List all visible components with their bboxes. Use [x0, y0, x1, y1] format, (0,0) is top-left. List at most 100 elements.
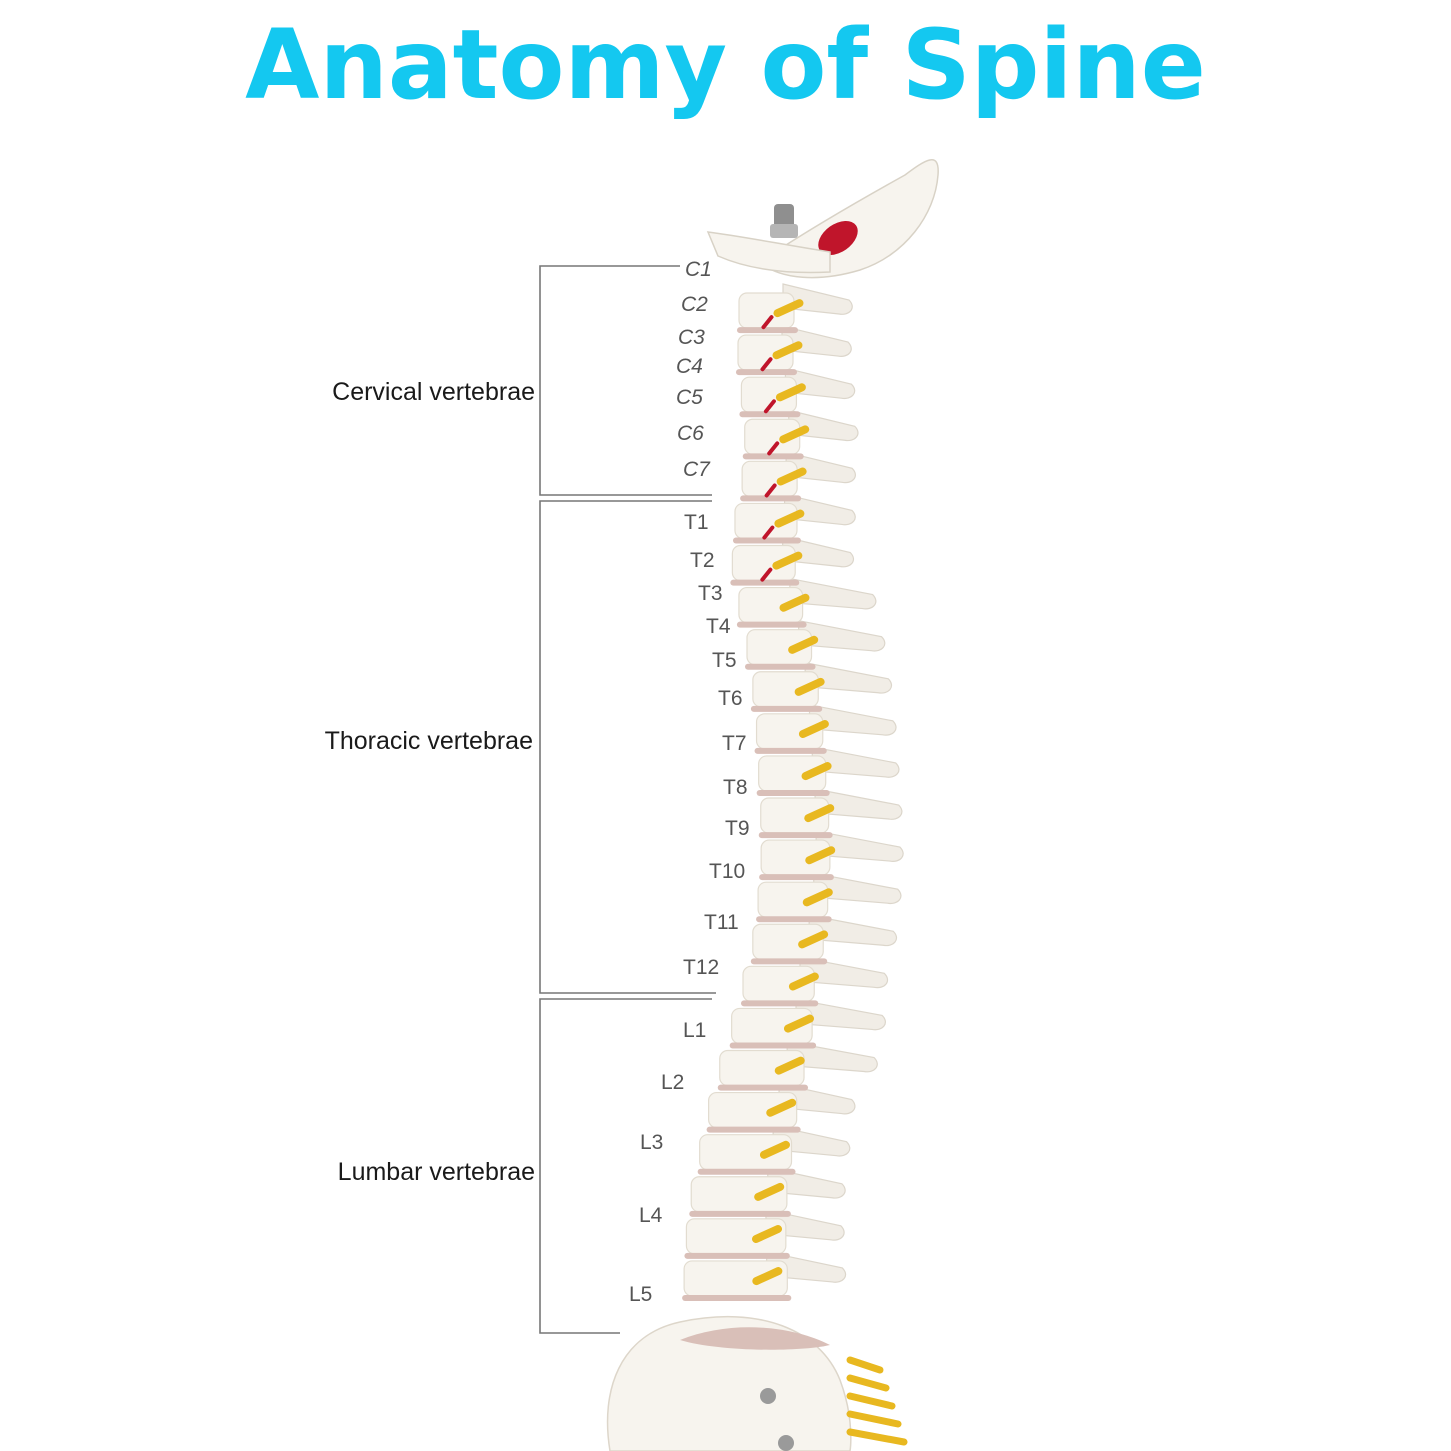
nerve-root [779, 425, 810, 444]
level-label-l4: L4 [639, 1204, 663, 1227]
intervertebral-disc [737, 327, 798, 334]
thoracic-bracket [539, 500, 716, 994]
level-label-t6: T6 [718, 687, 743, 710]
lumbar-label: Lumbar vertebrae [338, 1158, 535, 1186]
intervertebral-disc [689, 1210, 791, 1217]
cervical-group: Cervical vertebrae C1 C2 C3 C4 C5 C6 C7 [332, 258, 712, 496]
vertebral-artery [762, 525, 775, 540]
nerve-root [804, 804, 835, 823]
nerve-root [759, 1140, 790, 1159]
sacral-nerve [846, 1356, 884, 1374]
level-label-l2: L2 [661, 1071, 684, 1094]
level-label-c7: C7 [683, 458, 711, 481]
sacrum-bone [606, 1315, 852, 1451]
level-label-t7: T7 [722, 732, 747, 755]
level-label-c5: C5 [676, 386, 703, 409]
spinous-process [808, 704, 897, 736]
mounting-nut [770, 224, 798, 238]
intervertebral-disc [750, 958, 828, 965]
intervertebral-disc [736, 621, 807, 628]
vertebral-artery [760, 357, 773, 372]
lumbar-group: Lumbar vertebrae L1 L2 L3 L4 L5 [338, 998, 712, 1334]
sacral-nerve [846, 1428, 908, 1446]
intervertebral-disc [697, 1168, 796, 1175]
intervertebral-disc [717, 1084, 809, 1091]
level-label-l3: L3 [640, 1131, 663, 1154]
cervical-bracket [539, 265, 712, 496]
spinous-process [772, 1124, 851, 1157]
nerve-root [788, 972, 819, 991]
lumbar-bracket [539, 998, 712, 1334]
nerve-root [766, 1098, 797, 1117]
intervertebral-disc [739, 411, 801, 418]
spinous-process [786, 1040, 878, 1073]
occipital-artery [818, 220, 858, 256]
spinous-process [795, 998, 886, 1031]
lumbosacral-disc [680, 1327, 830, 1350]
level-label-t1: T1 [684, 511, 709, 534]
atlas-vertebra [706, 231, 831, 274]
level-label-c4: C4 [676, 355, 703, 378]
level-label-c2: C2 [681, 293, 708, 316]
nerve-root [772, 341, 803, 360]
spinous-process [804, 662, 893, 694]
sacral-nerve [846, 1392, 896, 1410]
spinous-process [782, 535, 855, 568]
vertebral-artery [764, 483, 777, 498]
spine-model-illustration [606, 159, 939, 1451]
intervertebral-disc [682, 1295, 792, 1301]
intervertebral-disc [729, 1042, 817, 1049]
spinous-process [778, 1082, 856, 1115]
vertebral-artery [763, 399, 776, 414]
spinous-process [814, 788, 903, 820]
nerve-root [801, 762, 832, 781]
nerve-root [783, 1014, 814, 1033]
level-label-t11: T11 [704, 911, 739, 934]
spinous-process [783, 493, 856, 526]
nerve-root [752, 1267, 783, 1286]
level-label-l1: L1 [683, 1019, 706, 1042]
spinous-process [813, 872, 902, 905]
level-label-t8: T8 [723, 776, 748, 799]
nerve-root [794, 677, 825, 696]
intervertebral-disc [706, 1126, 801, 1133]
nerve-root [774, 509, 805, 528]
sacral-nerve [846, 1374, 890, 1392]
intervertebral-disc [745, 663, 816, 670]
level-label-c6: C6 [677, 422, 704, 445]
pelvis-screw [760, 1388, 776, 1404]
spinous-process [811, 746, 900, 778]
sacral-nerve [846, 1410, 902, 1428]
nerve-root [754, 1182, 785, 1201]
intervertebral-disc [740, 495, 802, 502]
intervertebral-disc [684, 1252, 790, 1259]
nerve-root [788, 635, 819, 654]
nerve-root [805, 846, 836, 865]
level-label-t9: T9 [725, 817, 750, 840]
nerve-root [775, 383, 806, 402]
level-label-t4: T4 [706, 615, 731, 638]
nerve-root [776, 467, 807, 486]
vertebral-artery [761, 315, 774, 330]
nerve-root [772, 551, 803, 570]
intervertebral-disc [741, 1000, 819, 1007]
pelvis-screw [778, 1435, 794, 1451]
intervertebral-disc [759, 874, 834, 881]
spinous-process [815, 830, 904, 862]
spinous-process [808, 914, 898, 947]
intervertebral-disc [758, 832, 833, 839]
level-label-l5: L5 [629, 1283, 652, 1306]
spinous-process [799, 956, 889, 989]
nerve-root [798, 719, 829, 738]
level-label-t12: T12 [683, 956, 719, 979]
intervertebral-disc [750, 705, 823, 712]
nerve-root [774, 1056, 805, 1075]
intervertebral-disc [756, 790, 830, 796]
intervertebral-disc [756, 916, 832, 923]
level-label-t5: T5 [712, 649, 737, 672]
level-label-t3: T3 [698, 582, 723, 605]
intervertebral-disc [730, 579, 800, 586]
thoracic-label: Thoracic vertebrae [325, 727, 533, 755]
vertebral-body [683, 1260, 788, 1297]
